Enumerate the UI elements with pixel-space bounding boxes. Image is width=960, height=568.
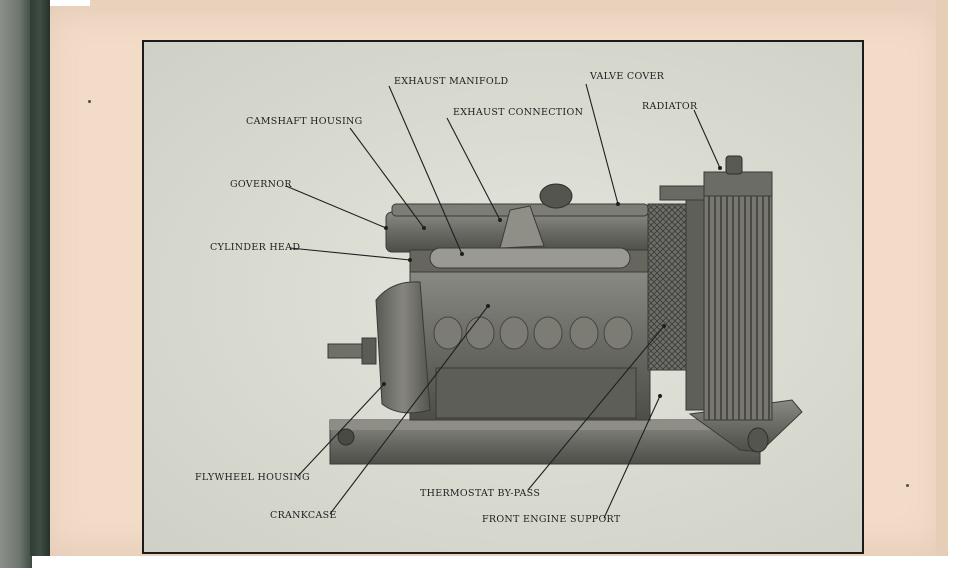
label-governor: GOVERNOR: [230, 179, 292, 190]
label-cylinder-head: CYLINDER HEAD: [210, 242, 301, 253]
exhaust-manifold-shape: [429, 183, 631, 269]
label-valve-cover: VALVE COVER: [590, 71, 665, 82]
leader-arrowheads: [382, 166, 722, 398]
label-exhaust-manifold: EXHAUST MANIFOLD: [394, 76, 509, 87]
label-crankcase: CRANKCASE: [270, 510, 337, 521]
page-right-edge: [936, 0, 948, 556]
leader-lines: [285, 83, 721, 519]
paper-speck: [906, 484, 909, 487]
flywheel-housing-shape: [327, 281, 431, 414]
label-camshaft-housing: CAMSHAFT HOUSING: [246, 116, 363, 127]
label-exhaust-connection: EXHAUST CONNECTION: [453, 107, 584, 118]
page-top-edge: [90, 0, 936, 12]
label-thermostat-bypass: THERMOSTAT BY-PASS: [420, 488, 541, 499]
radiator-shape: [659, 155, 773, 421]
label-radiator: RADIATOR: [642, 101, 698, 112]
label-flywheel-housing: FLYWHEEL HOUSING: [195, 472, 310, 483]
label-front-engine-support: FRONT ENGINE SUPPORT: [482, 514, 621, 525]
book-binding: [30, 0, 50, 556]
fan-guard: [647, 203, 689, 371]
paper-speck: [88, 100, 91, 103]
engine-block: [409, 269, 651, 421]
scan-background: [0, 0, 32, 568]
